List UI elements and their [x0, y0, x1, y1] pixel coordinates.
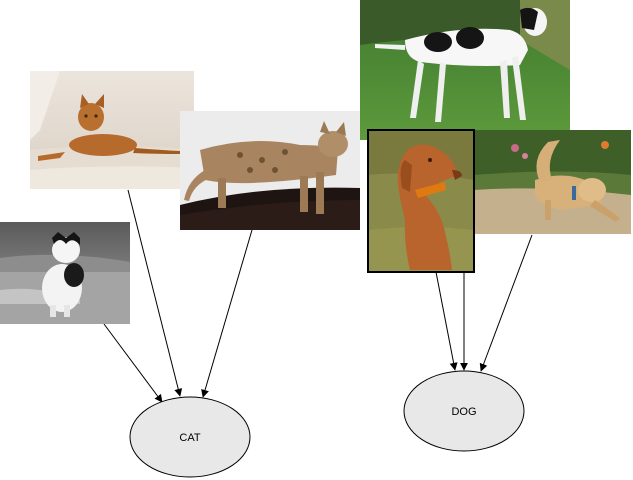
- node-dog-label: DOG: [451, 406, 476, 418]
- node-dog-shape: [403, 370, 525, 452]
- node-cat-label: CAT: [179, 432, 200, 444]
- edge-spotted-to-cat: [201, 229, 253, 398]
- node-dog[interactable]: DOG: [403, 370, 525, 452]
- dog-photo-icon: [375, 7, 547, 122]
- photo-golden-dog: [474, 130, 631, 234]
- photo-spotted-cat: [180, 111, 360, 230]
- edge-bw-to-cat: [103, 323, 163, 403]
- photo-vizsla-dog: [367, 129, 475, 273]
- dog-photo-icon: [397, 144, 462, 270]
- cat-photo-icon: [184, 121, 348, 214]
- photo-bw-cat: [0, 222, 130, 324]
- photo-abyssinian-cat: [30, 71, 194, 189]
- cat-photo-icon: [42, 232, 84, 317]
- node-cat[interactable]: CAT: [129, 396, 251, 478]
- edge-vizsla-to-dog: [435, 271, 458, 371]
- edge-golden-to-dog: [479, 234, 533, 372]
- edge-abyssinian-to-cat: [127, 189, 183, 397]
- node-cat-shape: [129, 396, 251, 478]
- photo-pointer-dog: [360, 0, 570, 140]
- dog-photo-icon: [535, 140, 620, 222]
- cat-photo-icon: [38, 94, 180, 161]
